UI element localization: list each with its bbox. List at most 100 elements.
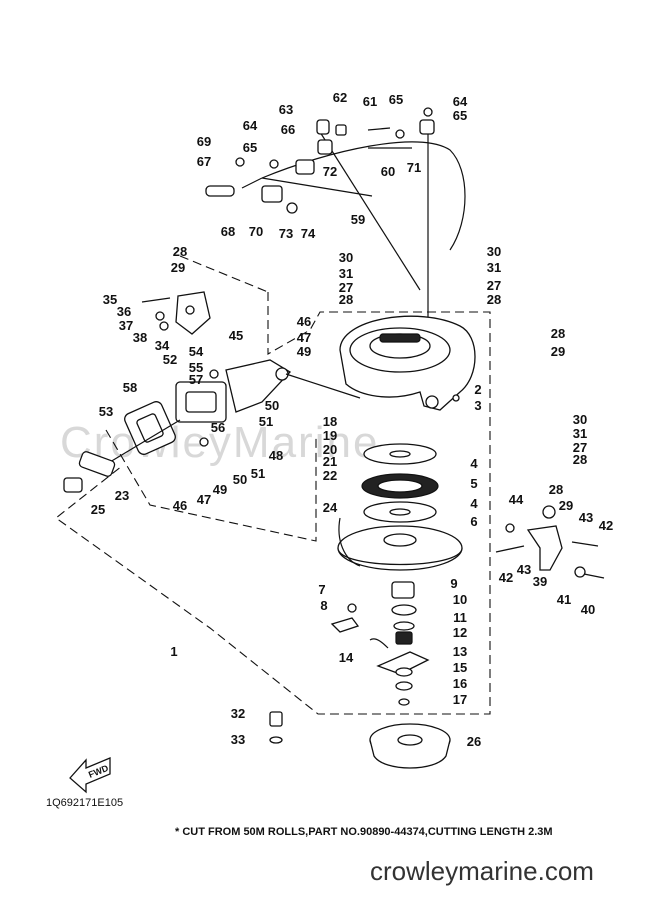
callout-21: 21 [323, 454, 337, 469]
callout-51: 51 [251, 466, 265, 481]
callout-24: 24 [323, 500, 338, 515]
callout-42: 42 [599, 518, 613, 533]
callout-29: 29 [551, 344, 565, 359]
callout-32: 32 [231, 706, 245, 721]
callout-13: 13 [453, 644, 467, 659]
callout-68: 68 [221, 224, 235, 239]
callout-35: 35 [103, 292, 117, 307]
site-url[interactable]: crowleymarine.com [370, 856, 594, 886]
callout-28: 28 [339, 292, 353, 307]
callout-44: 44 [509, 492, 524, 507]
callout-37: 37 [119, 318, 133, 333]
callout-60: 60 [381, 164, 395, 179]
callout-1: 1 [170, 644, 177, 659]
callout-53: 53 [99, 404, 113, 419]
callout-48: 48 [269, 448, 283, 463]
right-lever-group [495, 505, 605, 579]
callout-28: 28 [551, 326, 565, 341]
diagram-code: 1Q692171E105 [46, 797, 124, 809]
assembly-boundary [55, 255, 491, 715]
callout-45: 45 [229, 328, 243, 343]
callout-8: 8 [320, 598, 327, 613]
callout-47: 47 [197, 492, 211, 507]
callout-12: 12 [453, 625, 467, 640]
callout-3: 3 [474, 398, 481, 413]
left-bracket-group [63, 291, 361, 493]
callout-63: 63 [279, 102, 293, 117]
callout-52: 52 [163, 352, 177, 367]
callout-28: 28 [487, 292, 501, 307]
callout-72: 72 [323, 164, 337, 179]
starter-pulley-cup [269, 711, 451, 769]
control-cable [241, 128, 466, 330]
callout-65: 65 [243, 140, 257, 155]
callout-46: 46 [173, 498, 187, 513]
callout-14: 14 [339, 650, 354, 665]
callout-65: 65 [453, 108, 467, 123]
callout-36: 36 [117, 304, 131, 319]
callout-17: 17 [453, 692, 467, 707]
callout-57: 57 [189, 372, 203, 387]
callout-64: 64 [243, 118, 258, 133]
callout-34: 34 [155, 338, 170, 353]
callout-11: 11 [453, 610, 467, 625]
callout-31: 31 [487, 260, 501, 275]
callout-46: 46 [297, 314, 311, 329]
starter-housing [339, 315, 476, 411]
callout-28: 28 [549, 482, 563, 497]
callout-65: 65 [389, 92, 403, 107]
cable-note: * CUT FROM 50M ROLLS,PART NO.90890-44374… [175, 826, 553, 838]
callout-22: 22 [323, 468, 337, 483]
callout-61: 61 [363, 94, 377, 109]
callout-59: 59 [351, 212, 365, 227]
callout-28: 28 [173, 244, 187, 259]
callout-27: 27 [339, 280, 353, 295]
callout-69: 69 [197, 134, 211, 149]
callout-6: 6 [470, 514, 477, 529]
callout-27: 27 [487, 278, 501, 293]
callout-43: 43 [517, 562, 531, 577]
callout-30: 30 [487, 244, 501, 259]
callout-18: 18 [323, 414, 337, 429]
callout-30: 30 [573, 412, 587, 427]
callout-28: 28 [573, 452, 587, 467]
callout-15: 15 [453, 660, 467, 675]
callout-43: 43 [579, 510, 593, 525]
callout-2: 2 [474, 382, 481, 397]
callout-66: 66 [281, 122, 295, 137]
drive-plate-column [330, 581, 430, 706]
callout-25: 25 [91, 502, 105, 517]
callout-29: 29 [559, 498, 573, 513]
callout-9: 9 [450, 576, 457, 591]
callout-4: 4 [470, 456, 478, 471]
callout-7: 7 [318, 582, 325, 597]
callout-39: 39 [533, 574, 547, 589]
callout-67: 67 [197, 154, 211, 169]
callout-70: 70 [249, 224, 263, 239]
callout-74: 74 [301, 226, 316, 241]
callout-27: 27 [573, 440, 587, 455]
callout-31: 31 [339, 266, 353, 281]
callout-38: 38 [133, 330, 147, 345]
callout-20: 20 [323, 442, 337, 457]
callout-50: 50 [265, 398, 279, 413]
callout-30: 30 [339, 250, 353, 265]
callout-47: 47 [297, 330, 311, 345]
callout-19: 19 [323, 428, 337, 443]
callout-41: 41 [557, 592, 571, 607]
callout-62: 62 [333, 90, 347, 105]
callout-42: 42 [499, 570, 513, 585]
callout-23: 23 [115, 488, 129, 503]
callout-49: 49 [297, 344, 311, 359]
callout-50: 50 [233, 472, 247, 487]
callout-4: 4 [470, 496, 478, 511]
callout-64: 64 [453, 94, 468, 109]
top-linkage-parts [205, 107, 435, 214]
callout-54: 54 [189, 344, 204, 359]
callout-29: 29 [171, 260, 185, 275]
callout-16: 16 [453, 676, 467, 691]
callout-26: 26 [467, 734, 481, 749]
callout-55: 55 [189, 360, 203, 375]
